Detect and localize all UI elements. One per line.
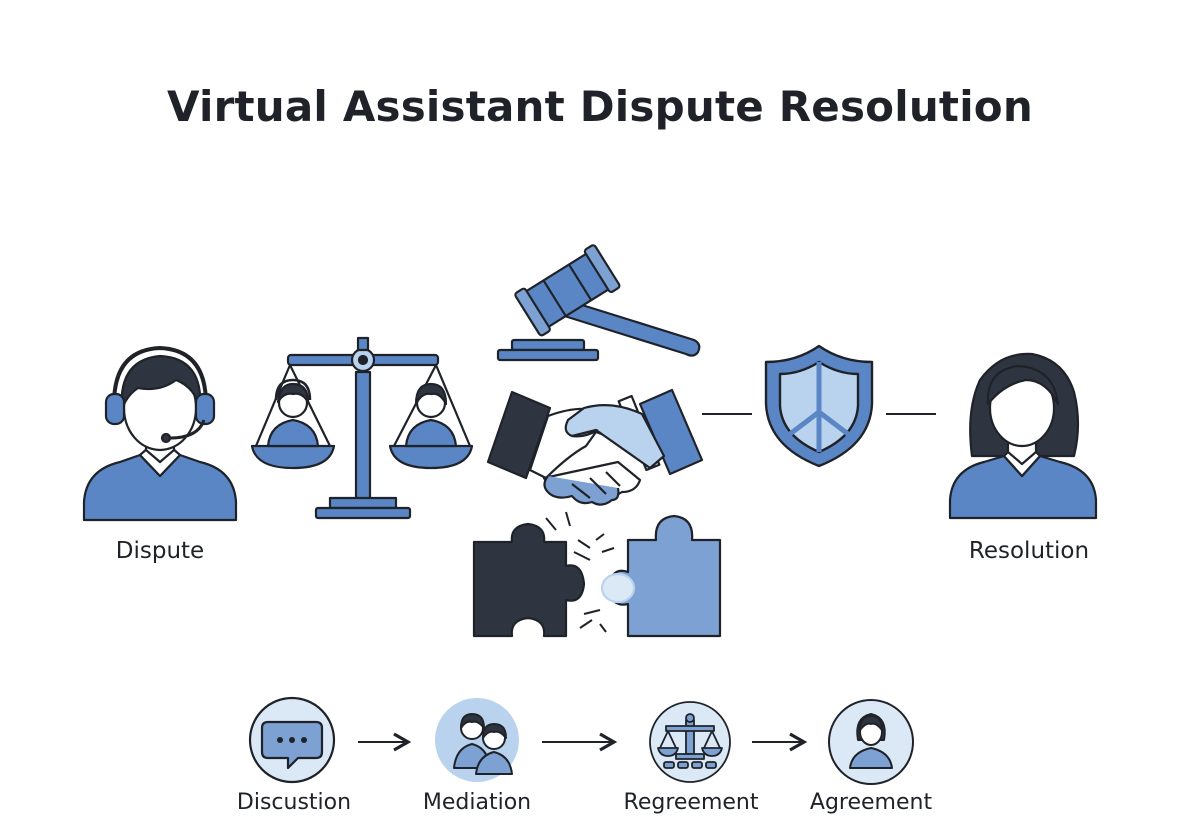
step-regreement-icon	[649, 701, 731, 783]
support-agent-icon	[82, 346, 238, 522]
step-label-mediation: Mediation	[422, 790, 532, 815]
handshake-icon	[486, 388, 704, 506]
step-label-regreement: Regreement	[623, 790, 759, 815]
justice-scales-icon	[250, 336, 474, 520]
peace-shield-icon	[764, 344, 874, 468]
puzzle-pieces-icon	[472, 511, 722, 638]
page-title: Virtual Assistant Dispute Resolution	[167, 82, 1033, 131]
resolution-label: Resolution	[968, 538, 1090, 564]
woman-avatar-icon	[948, 352, 1098, 520]
step-label-discussion: Discustion	[236, 790, 352, 815]
step-discussion-icon	[248, 696, 336, 784]
step-mediation-icon	[435, 698, 519, 782]
step-agreement-icon	[828, 699, 914, 785]
dispute-label: Dispute	[115, 538, 205, 564]
gavel-icon	[496, 244, 701, 362]
step-label-agreement: Agreement	[809, 790, 933, 815]
